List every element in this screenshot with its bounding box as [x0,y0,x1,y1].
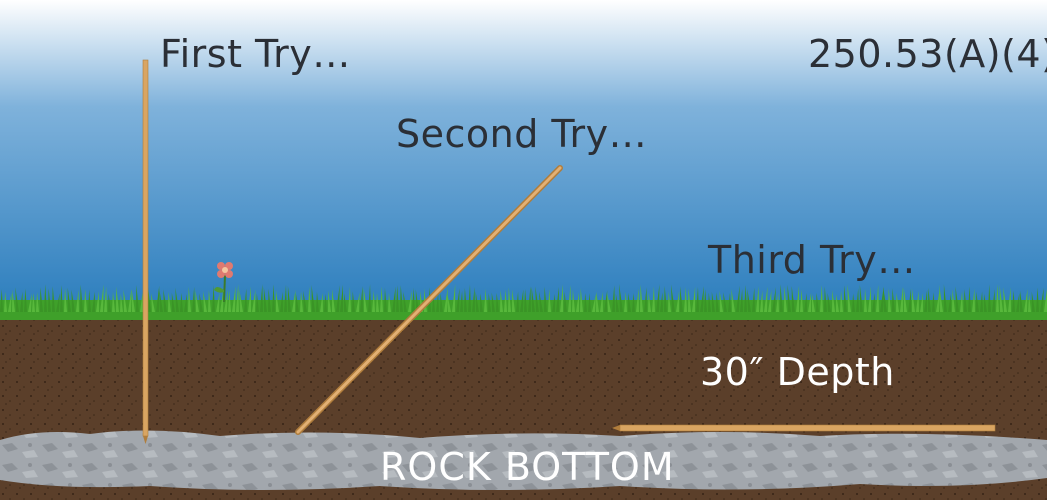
label-depth: 30″ Depth [700,350,895,394]
label-rock-bottom: ROCK BOTTOM [380,445,675,489]
flower-icon [214,262,233,303]
rock-bottom-layer [0,430,1047,490]
label-first-try: First Try… [160,32,351,76]
label-second-try: Second Try… [396,112,648,156]
rod-second-try [295,165,563,435]
sky [0,0,1047,305]
label-third-try: Third Try… [708,238,916,282]
rod-first-try [142,59,149,444]
rod-third-try [612,424,996,432]
label-code-reference: 250.53(A)(4) [808,32,1047,76]
